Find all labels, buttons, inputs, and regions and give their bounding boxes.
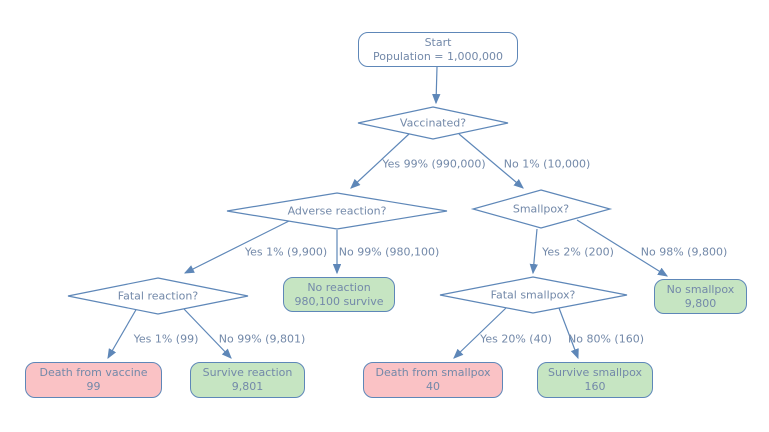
smallpox-diamond-label: Smallpox?: [512, 202, 570, 216]
node-survive-smallpox: Survive smallpox 160: [537, 362, 653, 398]
death-from-smallpox-value: 40: [426, 380, 440, 393]
no-smallpox-label: No smallpox: [666, 282, 735, 296]
edge-label-smallpox-no: No 98% (9,800): [640, 245, 728, 259]
edge-label-vaccinated-yes: Yes 99% (990,000): [382, 157, 486, 171]
edge-label-fatal-smallpox-yes: Yes 20% (40): [480, 332, 552, 346]
death-from-smallpox-label: Death from smallpox: [375, 366, 491, 380]
edge-vaccinated-smallpox: [458, 133, 524, 189]
edge-label-fatal-reaction-no: No 99% (9,801): [218, 332, 306, 346]
node-start: Start Population = 1,000,000: [358, 32, 518, 67]
fatal-reaction-diamond-label: Fatal reaction?: [117, 289, 199, 303]
edge-vaccinated-adverse: [350, 133, 410, 189]
node-no-smallpox: No smallpox 9,800: [654, 279, 747, 314]
edge-fatal-reaction-survive-reaction: [183, 308, 232, 359]
survive-reaction-value: 9,801: [231, 380, 264, 393]
edge-label-smallpox-yes: Yes 2% (200): [542, 245, 614, 259]
node-death-from-smallpox: Death from smallpox 40: [363, 362, 503, 398]
fatal-smallpox-diamond-shape: [439, 276, 628, 314]
edge-label-vaccinated-no: No 1% (10,000): [503, 157, 591, 171]
adverse-reaction-diamond-label: Adverse reaction?: [287, 204, 387, 218]
edge-fatal-smallpox-survive-smallpox: [558, 307, 579, 360]
edge-fatal-smallpox-death-smallpox: [453, 307, 507, 359]
survive-smallpox-value: 160: [584, 380, 606, 393]
edge-label-fatal-smallpox-no: No 80% (160): [568, 332, 644, 346]
edge-label-adverse-yes: Yes 1% (9,900): [244, 245, 328, 259]
vaccinated-diamond-label: Vaccinated?: [399, 116, 467, 130]
node-survive-reaction: Survive reaction 9,801: [190, 362, 305, 398]
start-population: Population = 1,000,000: [373, 49, 503, 63]
node-no-reaction: No reaction 980,100 survive: [283, 277, 395, 312]
node-death-from-vaccine: Death from vaccine 99: [25, 362, 162, 398]
fatal-reaction-diamond-shape: [67, 277, 249, 315]
no-reaction-label: No reaction: [307, 280, 371, 294]
death-from-vaccine-label: Death from vaccine: [39, 366, 148, 380]
fatal-smallpox-diamond-label: Fatal smallpox?: [490, 288, 576, 302]
start-title: Start: [424, 35, 452, 49]
edge-smallpox-fatal-smallpox: [529, 228, 538, 275]
smallpox-diamond-shape: [470, 189, 613, 229]
edge-fatal-reaction-death-vaccine: [107, 307, 138, 360]
survive-reaction-label: Survive reaction: [202, 366, 293, 380]
edge-start-vaccinated: [432, 66, 441, 105]
edge-label-adverse-no: No 99% (980,100): [338, 245, 440, 259]
edge-adverse-fatal-reaction: [183, 220, 290, 274]
no-reaction-value: 980,100 survive: [294, 294, 384, 308]
death-from-vaccine-value: 99: [86, 380, 101, 393]
adverse-reaction-diamond-shape: [226, 192, 448, 230]
vaccinated-diamond-shape: [357, 106, 509, 140]
no-smallpox-value: 9,800: [684, 296, 717, 310]
edge-smallpox-no-smallpox: [576, 219, 669, 277]
survive-smallpox-label: Survive smallpox: [548, 366, 642, 380]
edge-label-fatal-reaction-yes: Yes 1% (99): [133, 332, 199, 346]
